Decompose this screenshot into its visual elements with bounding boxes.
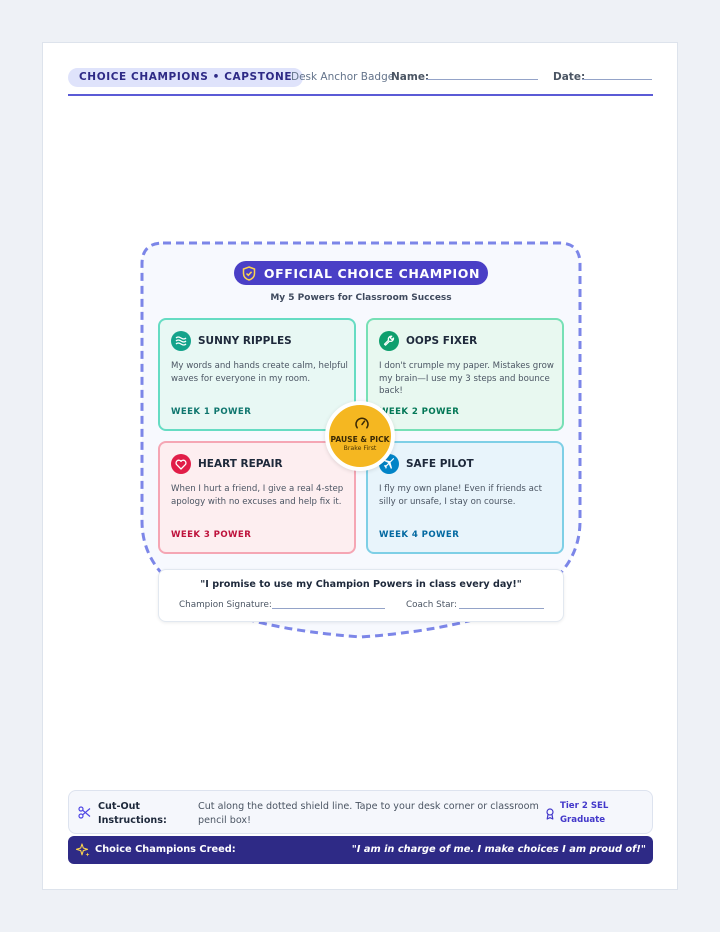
wrench-icon	[379, 331, 399, 351]
card-safe-pilot: SAFE PILOT I fly my own plane! Even if f…	[366, 441, 564, 554]
card-oops-fixer: OOPS FIXER I don't crumple my paper. Mis…	[366, 318, 564, 431]
page-header: CHOICE CHAMPIONS • CAPSTONE Desk Anchor …	[68, 68, 653, 96]
pause-and-pick-medallion: PAUSE & PICK Brake First	[325, 401, 395, 471]
name-line[interactable]	[426, 79, 538, 80]
card-title: OOPS FIXER	[406, 335, 478, 347]
card-title: SUNNY RIPPLES	[198, 335, 292, 347]
card-week: WEEK 1 POWER	[171, 407, 252, 417]
worksheet-subtitle: Desk Anchor Badge	[291, 71, 395, 83]
card-body: My words and hands create calm, helpful …	[171, 361, 348, 384]
shield-check-icon	[242, 265, 256, 281]
waves-icon	[171, 331, 191, 351]
sparkles-icon	[76, 843, 90, 857]
promise-panel: "I promise to use my Champion Powers in …	[158, 569, 564, 622]
award-ribbon-icon	[546, 808, 554, 820]
cut-out-label: Cut-Out Instructions:	[98, 801, 167, 826]
card-heart-repair: HEART REPAIR When I hurt a friend, I giv…	[158, 441, 356, 554]
medallion-subtitle: Brake First	[343, 445, 377, 452]
medallion-title: PAUSE & PICK	[330, 435, 390, 444]
cut-out-text: Cut along the dotted shield line. Tape t…	[198, 801, 539, 826]
date-label: Date:	[553, 71, 586, 83]
badge-title-text: OFFICIAL CHOICE CHAMPION	[263, 265, 481, 281]
card-week: WEEK 4 POWER	[379, 530, 460, 540]
card-title: HEART REPAIR	[198, 458, 283, 470]
badge-title: OFFICIAL CHOICE CHAMPION	[234, 261, 488, 285]
tier-badge: Tier 2 SEL Graduate	[560, 801, 609, 825]
signature-line[interactable]	[272, 608, 385, 609]
gauge-icon	[355, 417, 369, 429]
creed-label: Choice Champions Creed:	[95, 844, 236, 855]
signature-label: Champion Signature:	[179, 600, 272, 610]
card-week: WEEK 3 POWER	[171, 530, 252, 540]
cut-out-instructions: Cut-Out Instructions: Cut along the dott…	[68, 790, 653, 834]
card-body: I fly my own plane! Even if friends act …	[379, 484, 543, 507]
promise-quote: "I promise to use my Champion Powers in …	[200, 579, 522, 590]
series-pill: CHOICE CHAMPIONS • CAPSTONE	[68, 68, 304, 87]
date-line[interactable]	[582, 79, 652, 80]
coach-star-line[interactable]	[459, 608, 544, 609]
card-body: When I hurt a friend, I give a real 4-st…	[171, 484, 344, 507]
card-body: I don't crumple my paper. Mistakes grow …	[379, 361, 554, 397]
card-week: WEEK 2 POWER	[379, 407, 460, 417]
worksheet-page: CHOICE CHAMPIONS • CAPSTONE Desk Anchor …	[42, 42, 678, 890]
creed-banner: Choice Champions Creed: "I am in charge …	[68, 836, 653, 864]
name-label: Name:	[391, 71, 430, 83]
scissors-icon	[78, 806, 91, 819]
heart-icon	[171, 454, 191, 474]
card-sunny-ripples: SUNNY RIPPLES My words and hands create …	[158, 318, 356, 431]
coach-star-label: Coach Star:	[406, 600, 457, 610]
badge-subtitle: My 5 Powers for Classroom Success	[270, 293, 452, 303]
card-title: SAFE PILOT	[406, 458, 474, 470]
creed-quote: "I am in charge of me. I make choices I …	[351, 844, 646, 855]
